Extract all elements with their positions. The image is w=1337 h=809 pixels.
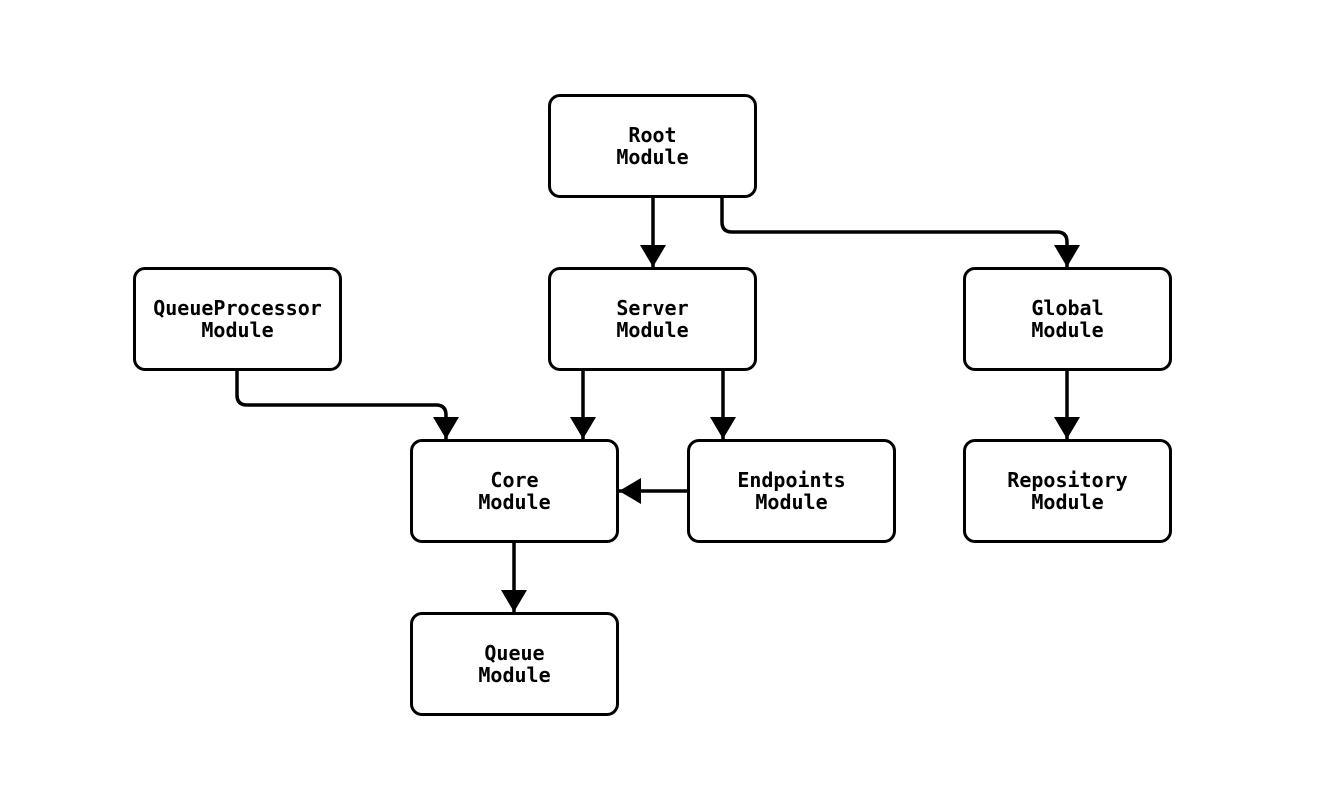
- node-endpoints-module: Endpoints Module: [687, 439, 896, 543]
- node-global-module: Global Module: [963, 267, 1172, 371]
- node-queueprocessor-module: QueueProcessor Module: [133, 267, 342, 371]
- node-repository-module: Repository Module: [963, 439, 1172, 543]
- node-queue-module: Queue Module: [410, 612, 619, 716]
- node-root-module: Root Module: [548, 94, 757, 198]
- edge-root-to-global: [720, 198, 1080, 267]
- edge-queueprocessor-to-core: [235, 371, 459, 439]
- node-server-module: Server Module: [548, 267, 757, 371]
- node-core-module: Core Module: [410, 439, 619, 543]
